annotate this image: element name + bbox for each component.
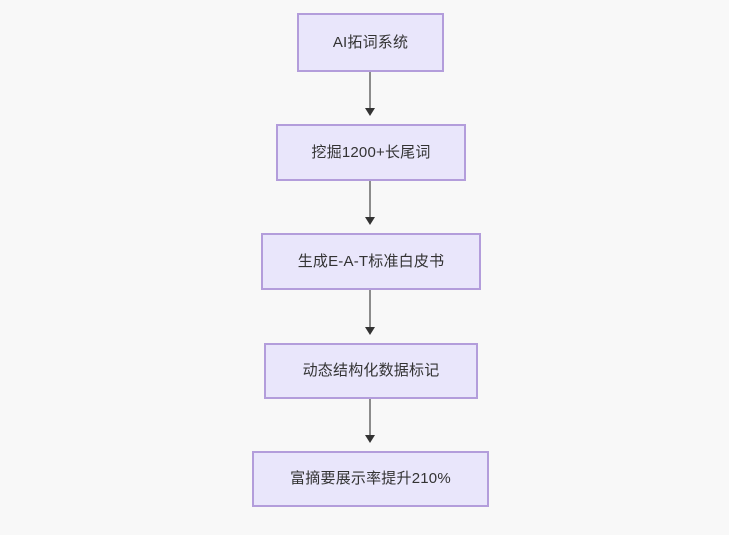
connector-node4-node5	[369, 399, 371, 435]
flow-node-mine-longtail-keywords[interactable]: 挖掘1200+长尾词	[276, 124, 466, 181]
flow-node-generate-eat-whitepaper[interactable]: 生成E-A-T标准白皮书	[261, 233, 481, 290]
arrowhead-node2-node3	[365, 217, 375, 225]
arrowhead-node1-node2	[365, 108, 375, 116]
arrowhead-node3-node4	[365, 327, 375, 335]
flow-node-rich-snippet-impression-lift[interactable]: 富摘要展示率提升210%	[252, 451, 489, 507]
connector-node3-node4	[369, 290, 371, 327]
connector-node2-node3	[369, 181, 371, 217]
flow-node-ai-keyword-system[interactable]: AI拓词系统	[297, 13, 444, 72]
flow-node-dynamic-structured-data-markup[interactable]: 动态结构化数据标记	[264, 343, 478, 399]
connector-node1-node2	[369, 72, 371, 108]
arrowhead-node4-node5	[365, 435, 375, 443]
